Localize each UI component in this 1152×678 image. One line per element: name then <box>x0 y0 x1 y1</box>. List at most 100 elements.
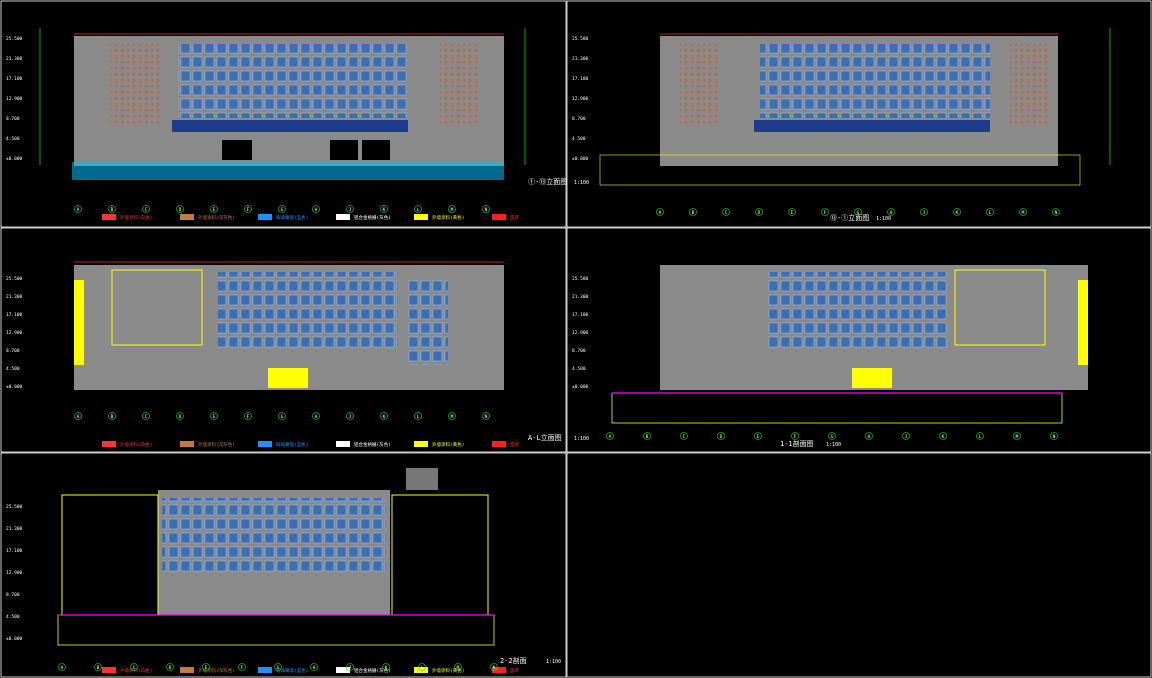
grid-axis-label: H <box>868 434 871 440</box>
grid-axis-bubble <box>920 208 928 216</box>
grid-axis-label: C <box>725 210 728 216</box>
grid-axis-bubble <box>448 205 456 213</box>
legend-swatch <box>414 214 428 220</box>
legend-label: 玻璃幕墙(蓝色) <box>276 667 308 674</box>
grid-axis-label: N <box>1053 434 1056 440</box>
grid-axis-bubble <box>1013 432 1021 440</box>
grid-axis-bubble <box>482 412 490 420</box>
grid-axis-label: L <box>989 210 992 216</box>
grid-axis-bubble <box>58 663 66 671</box>
level-label: 4.500 <box>6 366 20 372</box>
grid-axis-label: G <box>281 207 284 213</box>
grid-axis-bubble <box>414 412 422 420</box>
legend-label: 铝合金格栅(灰色) <box>354 214 391 221</box>
grid-axis-label: M <box>451 207 454 213</box>
grid-axis-bubble <box>643 432 651 440</box>
grid-axis-label: H <box>313 665 316 671</box>
grid-axis-label: D <box>169 665 172 671</box>
level-label: 25.500 <box>572 36 589 42</box>
grid-axis-label: M <box>1016 434 1019 440</box>
grid-axis-label: J <box>349 665 352 671</box>
grid-axis-label: B <box>97 665 100 671</box>
panel-caption: 1-1剖面图 <box>780 439 814 448</box>
grid-axis-label: C <box>683 434 686 440</box>
legend-label: 面砖 <box>510 667 519 674</box>
level-label: 4.500 <box>6 136 20 142</box>
legend-label: 玻璃幕墙(蓝色) <box>276 214 308 221</box>
grid-axis-label: A <box>609 434 612 440</box>
grid-axis-bubble <box>166 663 174 671</box>
grid-axis-bubble <box>689 208 697 216</box>
grid-axis-bubble <box>94 663 102 671</box>
section-panel-4 <box>611 265 1088 424</box>
grid-axis-label: C <box>145 414 148 420</box>
legend-label: 外墙涂料(白色) <box>120 667 152 674</box>
elevation-panel-1 <box>39 28 526 180</box>
level-label: 25.500 <box>6 276 23 282</box>
grid-axis-label: D <box>179 207 182 213</box>
grid-axis-bubble <box>244 412 252 420</box>
level-label: 12.900 <box>6 330 23 336</box>
grid-axis-bubble <box>310 663 318 671</box>
grid-axis-bubble <box>791 432 799 440</box>
panel-caption: ①-⑬立面图 <box>528 177 567 186</box>
grid-axis-bubble <box>176 205 184 213</box>
legend-swatch <box>102 667 116 673</box>
level-label: 12.900 <box>572 330 589 336</box>
level-label: 12.900 <box>6 570 23 576</box>
elevation-panel-3 <box>74 261 504 390</box>
level-label: 25.500 <box>6 36 23 42</box>
grid-axis-label: D <box>720 434 723 440</box>
panel-scale: 1:100 <box>574 180 589 186</box>
legend-swatch <box>336 214 350 220</box>
grid-axis-bubble <box>1019 208 1027 216</box>
grid-axis-label: L <box>417 207 420 213</box>
grid-axis-label: G <box>831 434 834 440</box>
legend-swatch <box>102 214 116 220</box>
level-label: 21.300 <box>6 526 23 532</box>
grid-axis-bubble <box>74 412 82 420</box>
level-label: 4.500 <box>572 136 586 142</box>
grid-axis-bubble <box>312 205 320 213</box>
panel-caption: ⑬-①立面图 <box>830 213 869 222</box>
grid-axis-bubble <box>346 412 354 420</box>
grid-axis-label: K <box>942 434 945 440</box>
grid-axis-label: K <box>383 414 386 420</box>
grid-axis-label: D <box>179 414 182 420</box>
level-label: 17.100 <box>6 76 23 82</box>
legend-label: 外墙涂料(黄色) <box>432 214 464 221</box>
grid-axis-label: E <box>205 665 208 671</box>
grid-axis-bubble <box>382 663 390 671</box>
grid-axis-bubble <box>482 205 490 213</box>
grid-axis-label: H <box>315 414 318 420</box>
grid-axis-label: M <box>457 665 460 671</box>
legend-label: 铝合金格栅(灰色) <box>354 441 391 448</box>
grid-axis-bubble <box>202 663 210 671</box>
legend-swatch <box>336 667 350 673</box>
grid-axis-label: L <box>417 414 420 420</box>
legend-label: 面砖 <box>510 214 519 221</box>
grid-axis-bubble <box>722 208 730 216</box>
grid-axis-bubble <box>953 208 961 216</box>
grid-axis-label: B <box>111 207 114 213</box>
grid-axis-label: F <box>794 434 797 440</box>
grid-axis-bubble <box>278 412 286 420</box>
grid-axis-bubble <box>312 412 320 420</box>
grid-axis-label: A <box>61 665 64 671</box>
grid-axis-bubble <box>74 205 82 213</box>
grid-axis-label: D <box>758 210 761 216</box>
level-label: 25.500 <box>572 276 589 282</box>
legend-swatch <box>102 441 116 447</box>
legend-label: 外墙涂料(深灰色) <box>198 214 235 221</box>
grid-axis-label: A <box>659 210 662 216</box>
panel-scale: 1:100 <box>574 436 589 442</box>
level-label: 4.500 <box>6 614 20 620</box>
legend-label: 外墙涂料(深灰色) <box>198 667 235 674</box>
grid-axis-label: J <box>923 210 926 216</box>
section-panel-5 <box>57 468 495 646</box>
panel-scale: 1:100 <box>546 659 561 665</box>
grid-axis-label: B <box>692 210 695 216</box>
